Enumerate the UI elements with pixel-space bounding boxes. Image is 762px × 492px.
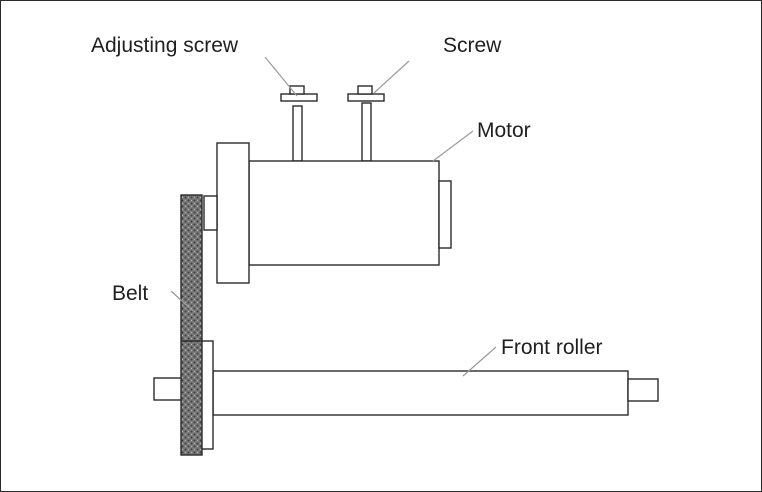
belt-strip xyxy=(180,194,203,456)
label-adjusting-screw: Adjusting screw xyxy=(91,34,239,57)
label-belt: Belt xyxy=(112,282,148,305)
adjusting-screw xyxy=(280,85,318,162)
motor xyxy=(203,142,452,284)
label-front-roller: Front roller xyxy=(501,336,603,359)
belt xyxy=(180,194,203,456)
label-motor: Motor xyxy=(477,119,531,142)
leader-lines xyxy=(170,56,497,377)
front-roller xyxy=(153,340,659,450)
label-screw: Screw xyxy=(443,34,502,57)
screw xyxy=(347,85,385,162)
